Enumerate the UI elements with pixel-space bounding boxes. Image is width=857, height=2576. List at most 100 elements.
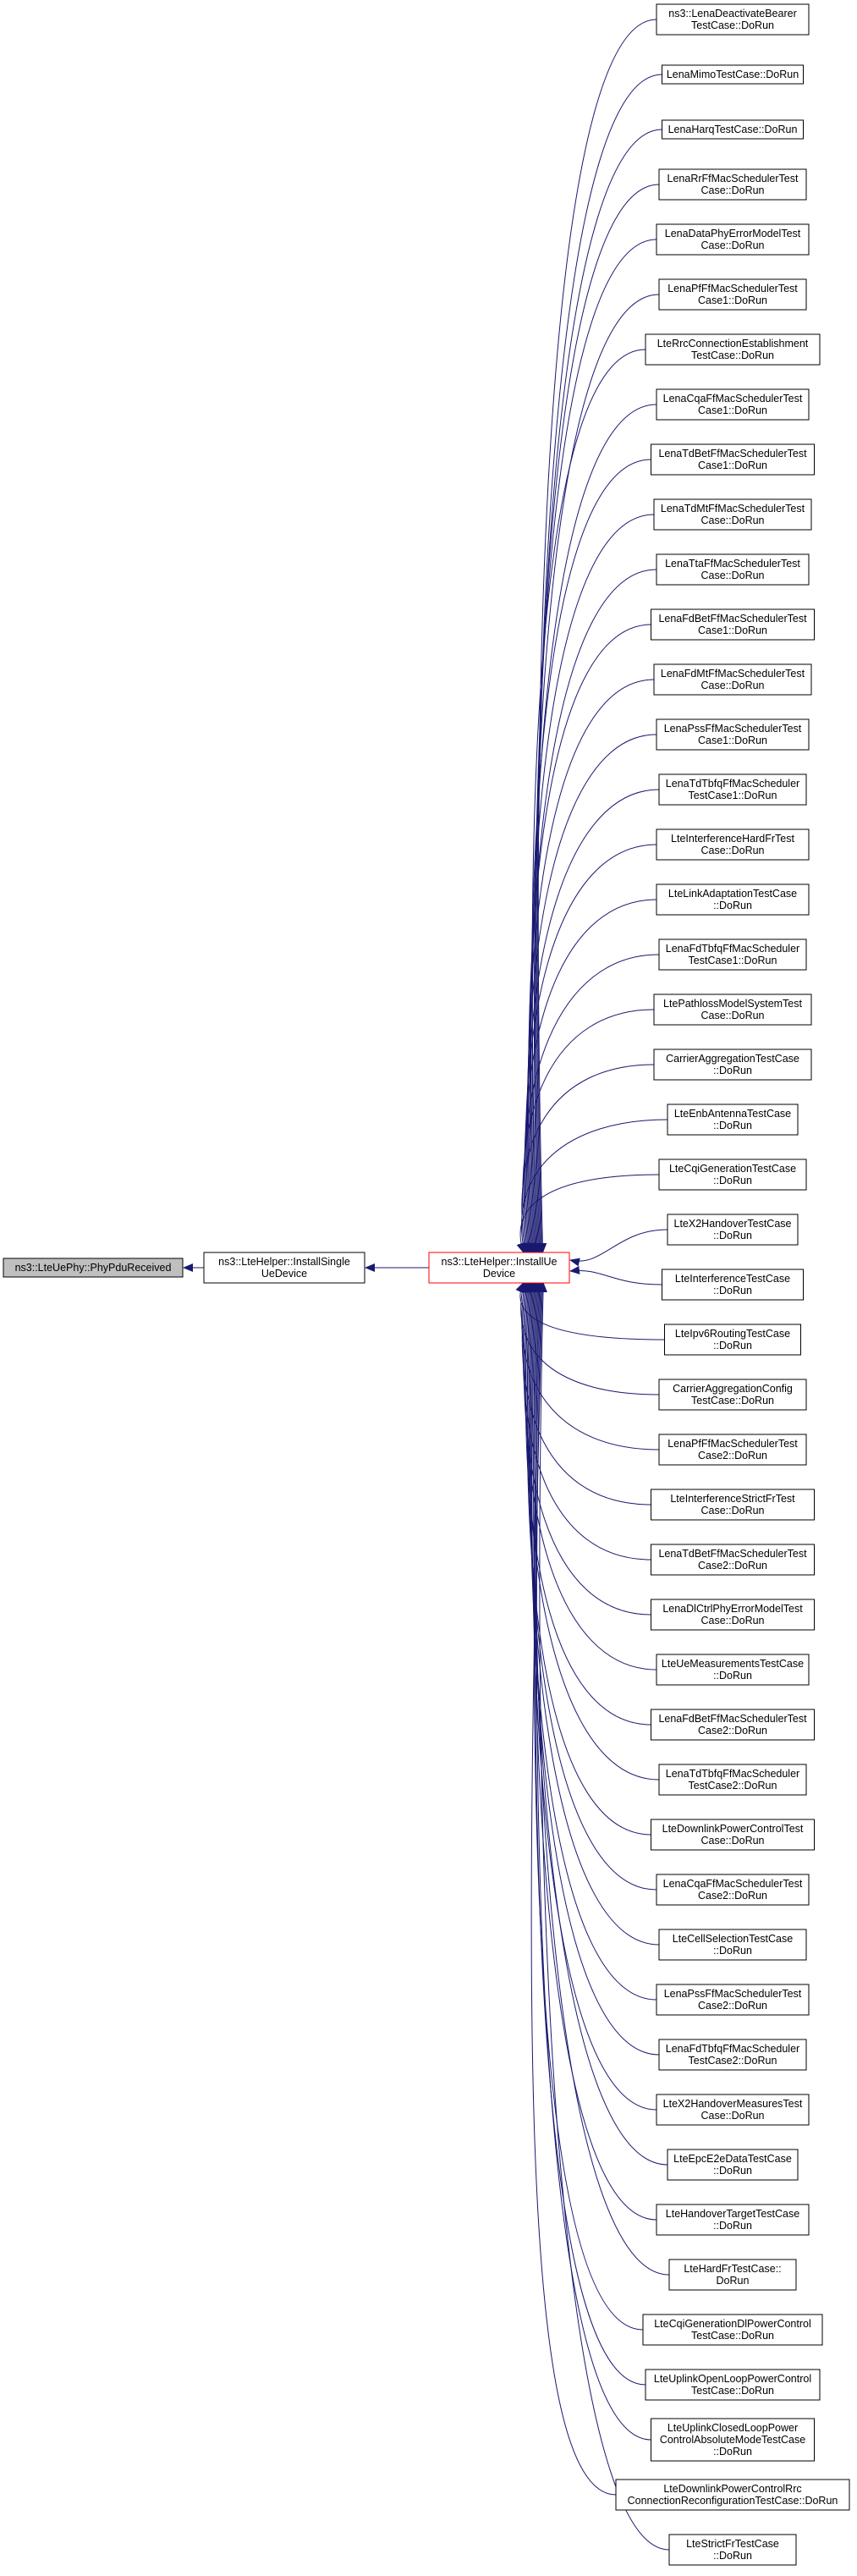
caller-node[interactable]: LteUplinkOpenLoopPowerControlTestCase::D… <box>645 2369 821 2401</box>
edge <box>531 349 646 1253</box>
caller-node-box <box>658 1929 807 1961</box>
caller-node-label: ConnectionReconfigurationTestCase::DoRun <box>628 2495 838 2507</box>
caller-node-label: LenaFdTbfqFfMacScheduler <box>666 943 799 955</box>
caller-node[interactable]: LteIpv6RoutingTestCase::DoRun <box>664 1324 801 1356</box>
caller-node[interactable]: CarrierAggregationTestCase::DoRun <box>653 1049 812 1081</box>
caller-node[interactable]: LenaHarqTestCase::DoRun <box>662 119 804 140</box>
edge <box>519 1282 660 1450</box>
caller-node-label: Case::DoRun <box>700 239 764 251</box>
caller-node-box <box>658 278 807 311</box>
caller-node-label: Case::DoRun <box>700 680 764 691</box>
caller-node-label: Case2::DoRun <box>698 1560 767 1571</box>
edge <box>528 624 651 1253</box>
caller-node-label: Case::DoRun <box>700 1010 764 1021</box>
caller-node[interactable]: LteUplinkClosedLoopPowerControlAbsoluteM… <box>651 2418 815 2462</box>
caller-node-label: LenaTtaFfMacSchedulerTest <box>665 558 800 570</box>
caller-node-label: Case::DoRun <box>700 184 764 196</box>
caller-node[interactable]: LteLinkAdaptationTestCase::DoRun <box>656 883 810 916</box>
caller-node-label: LteCqiGenerationDlPowerControl <box>654 2318 811 2330</box>
caller-node[interactable]: LteRrcConnectionEstablishmentTestCase::D… <box>645 333 821 366</box>
caller-node-label: LteX2HandoverTestCase <box>674 1218 792 1230</box>
caller-node-box <box>653 663 812 696</box>
caller-node-box <box>656 3 810 36</box>
caller-node[interactable]: LteCqiGenerationDlPowerControlTestCase::… <box>642 2314 823 2346</box>
caller-node-label: LenaTdBetFfMacSchedulerTest <box>658 448 807 460</box>
caller-node-label: LenaPssFfMacSchedulerTest <box>664 1988 802 2000</box>
caller-node[interactable]: LteCqiGenerationTestCase::DoRun <box>658 1159 807 1191</box>
node-install-single-ue-device-label: ns3::LteHelper::InstallSingle <box>218 1256 350 1268</box>
caller-node[interactable]: LteUeMeasurementsTestCase::DoRun <box>656 1654 810 1686</box>
caller-node-box <box>653 498 812 531</box>
edge <box>521 1282 651 1560</box>
caller-node-label: TestCase::DoRun <box>691 2385 774 2397</box>
caller-node-box <box>656 1654 810 1686</box>
edge <box>569 1229 668 1267</box>
caller-node[interactable]: LteCellSelectionTestCase::DoRun <box>658 1929 807 1961</box>
edge <box>532 1282 668 2166</box>
caller-node-label: LenaPfFfMacSchedulerTest <box>667 1438 798 1450</box>
edge <box>518 1282 660 1395</box>
edge <box>533 1282 657 2221</box>
edge <box>524 844 657 1253</box>
caller-node[interactable]: LteHardFrTestCase::DoRun <box>668 2259 797 2291</box>
caller-node-box <box>656 388 810 421</box>
edge <box>531 1282 657 2111</box>
edge <box>520 1009 655 1253</box>
edge <box>530 1282 617 2496</box>
nodes-layer: ns3::LteUePhy::PhyPduReceived ns3::LteHel… <box>3 3 850 2566</box>
caller-node-label: LenaTdTbfqFfMacScheduler <box>666 1768 799 1780</box>
caller-node[interactable]: LteX2HandoverTestCase::DoRun <box>667 1214 799 1246</box>
root-node-phy-pdu-received[interactable]: ns3::LteUePhy::PhyPduReceived <box>3 1258 184 1278</box>
caller-node[interactable]: LteEpcE2eDataTestCase::DoRun <box>667 2149 799 2181</box>
caller-node[interactable]: LteStrictFrTestCase::DoRun <box>668 2534 797 2566</box>
caller-node-label: ::DoRun <box>713 1945 752 1957</box>
caller-node-box <box>656 1874 810 1906</box>
caller-node-label: LteEnbAntennaTestCase <box>674 1108 791 1120</box>
caller-node-box <box>656 553 810 586</box>
caller-node[interactable]: LteDownlinkPowerControlRrcConnectionReco… <box>615 2479 850 2511</box>
caller-node[interactable]: LteHandoverTargetTestCase::DoRun <box>656 2204 810 2236</box>
caller-node[interactable]: LenaMimoTestCase::DoRun <box>662 64 804 85</box>
caller-node-box <box>645 2369 821 2401</box>
caller-node-label: Case::DoRun <box>700 1505 764 1516</box>
caller-node-label: LteRrcConnectionEstablishment <box>657 338 809 350</box>
caller-node-box <box>658 1159 807 1191</box>
caller-node-label: Case2::DoRun <box>698 1890 767 1902</box>
edge <box>535 184 660 1253</box>
caller-node[interactable]: LteInterferenceTestCase::DoRun <box>662 1269 804 1301</box>
caller-node[interactable]: LteEnbAntennaTestCase::DoRun <box>667 1104 799 1136</box>
caller-node-label: LenaTdBetFfMacSchedulerTest <box>658 1548 807 1560</box>
caller-node-label: LenaFdTbfqFfMacScheduler <box>666 2043 799 2055</box>
caller-node-label: TestCase2::DoRun <box>689 2055 777 2067</box>
caller-node-box <box>656 2094 810 2126</box>
